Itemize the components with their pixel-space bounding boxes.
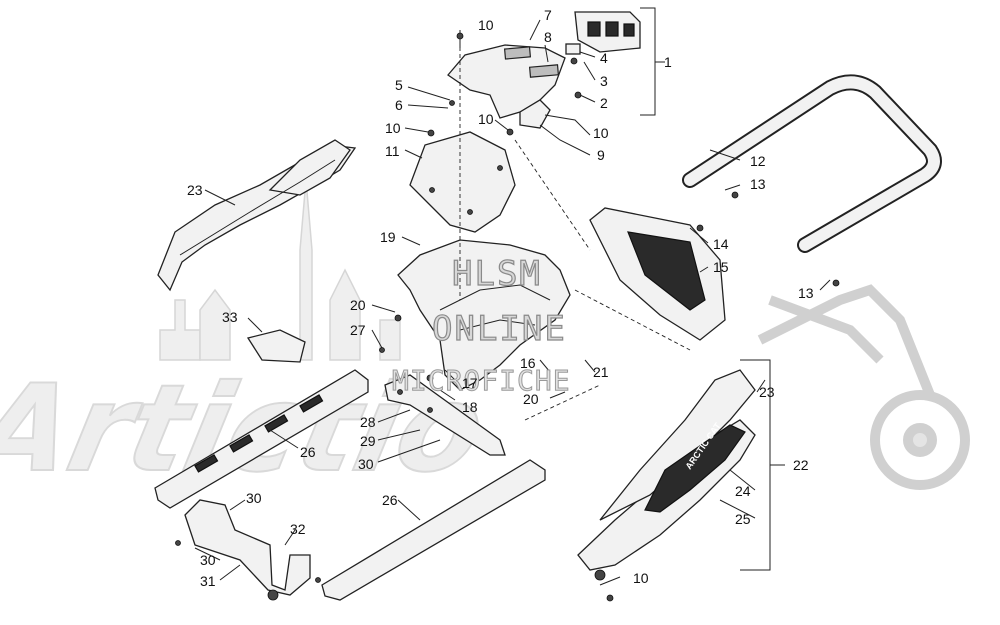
callout-5: 5: [395, 77, 403, 93]
callout-30-c: 30: [200, 552, 216, 568]
callout-9: 9: [597, 147, 605, 163]
skyline-watermark: [159, 179, 401, 361]
callout-20-b: 20: [523, 391, 539, 407]
callout-11: 11: [385, 143, 400, 159]
license-bracket: [409, 131, 516, 233]
callout-18: 18: [462, 399, 478, 415]
callout-19: 19: [380, 229, 396, 245]
callout-4: 4: [600, 50, 608, 66]
callout-28: 28: [360, 414, 376, 430]
rear-fender: [397, 239, 571, 391]
callout-33: 33: [222, 309, 238, 325]
callout-20-a: 20: [350, 297, 366, 313]
rail-lower: [321, 459, 546, 601]
callout-31: 31: [200, 573, 216, 589]
grab-handle: [682, 74, 942, 253]
callout-6: 6: [395, 97, 403, 113]
watermark-line1: HLSM: [452, 254, 542, 294]
callout-3: 3: [600, 73, 608, 89]
watermark-line3: MICROFICHE: [392, 364, 571, 397]
callout-10-a: 10: [478, 17, 494, 33]
taillight-lens: [574, 11, 641, 53]
pad: [246, 329, 306, 363]
leader-lines: [194, 7, 831, 586]
callout-26-b: 26: [382, 492, 398, 508]
callout-30-b: 30: [246, 490, 262, 506]
hardware: [175, 32, 840, 602]
side-panel-right: ARCTIC CAT: [577, 369, 756, 571]
callout-14: 14: [713, 236, 729, 252]
rail-upper: [154, 369, 369, 509]
watermark-line2: ONLINE: [432, 309, 567, 349]
taillight-housing: [447, 44, 566, 129]
callout-23-b: 23: [759, 384, 775, 400]
callout-29: 29: [360, 433, 376, 449]
bulb-socket: [565, 43, 582, 99]
side-panel-left: [157, 139, 357, 292]
callout-13-b: 13: [798, 285, 814, 301]
callout-2: 2: [600, 95, 608, 111]
callout-10-e: 10: [633, 570, 649, 586]
callout-16: 16: [520, 355, 536, 371]
callout-21: 21: [593, 364, 609, 380]
callout-17: 17: [462, 375, 478, 391]
motorcycle-watermark: [757, 284, 970, 490]
callout-10-c: 10: [478, 111, 494, 127]
rail-bracket-upper: [384, 374, 506, 456]
callout-12: 12: [750, 153, 766, 169]
callout-25: 25: [735, 511, 751, 527]
callout-8: 8: [544, 29, 552, 45]
callout-10-b: 10: [385, 120, 401, 136]
rail-bracket-lower: [184, 499, 311, 601]
callout-1: 1: [664, 54, 672, 70]
callout-27: 27: [350, 322, 366, 338]
callout-15: 15: [713, 259, 729, 275]
callout-7: 7: [544, 7, 552, 23]
snow-flap: [589, 207, 726, 341]
callout-32: 32: [290, 521, 306, 537]
callout-30-a: 30: [358, 456, 374, 472]
callout-10-d: 10: [593, 125, 609, 141]
callout-26-a: 26: [300, 444, 316, 460]
callout-23-a: 23: [187, 182, 203, 198]
callout-13-a: 13: [750, 176, 766, 192]
callout-24: 24: [735, 483, 751, 499]
callout-22: 22: [793, 457, 809, 473]
callouts: 1 2 3 4 5 6 7 8 9 10 10 10 10 10 11 12 1…: [187, 7, 814, 589]
